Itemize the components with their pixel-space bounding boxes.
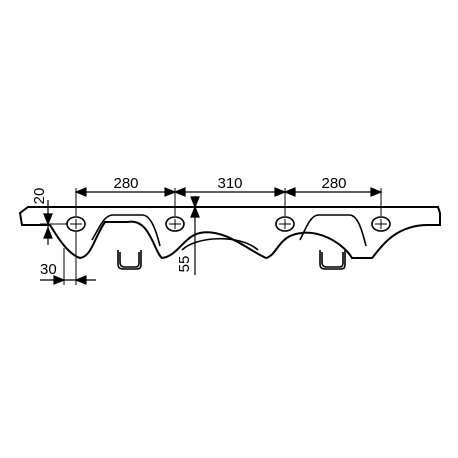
right-bowl-drain [319,250,346,270]
right-bowl-drain-inner [321,252,344,268]
dim-label-left-bottom: 30 [40,261,57,278]
dimension-lines [74,187,383,197]
mounting-hole-2 [165,216,185,232]
center-curve [181,237,259,251]
right-bowl [299,214,367,270]
extension-lines [40,188,382,285]
dim-label-left-vertical: 20 [31,188,48,205]
dim-label-center-vertical: 55 [176,256,193,273]
dim-label-top-left: 280 [113,175,138,192]
left-bowl-drain [117,250,142,270]
left-bowl [91,214,161,270]
dim-label-top-middle: 310 [217,175,242,192]
dim-label-top-right: 280 [321,175,346,192]
left-bowl-drain-inner [119,252,140,268]
dimension-20 [43,200,53,245]
mounting-hole-1 [66,216,86,232]
dimension-55 [189,196,201,275]
left-bowl-rim [91,214,161,247]
mounting-hole-4 [371,216,391,232]
right-bowl-rim [299,214,367,247]
dimension-30 [40,275,96,285]
mounting-holes [66,216,391,232]
basin-outline [18,206,441,260]
mounting-hole-3 [275,216,295,232]
countertop-body [18,206,441,260]
